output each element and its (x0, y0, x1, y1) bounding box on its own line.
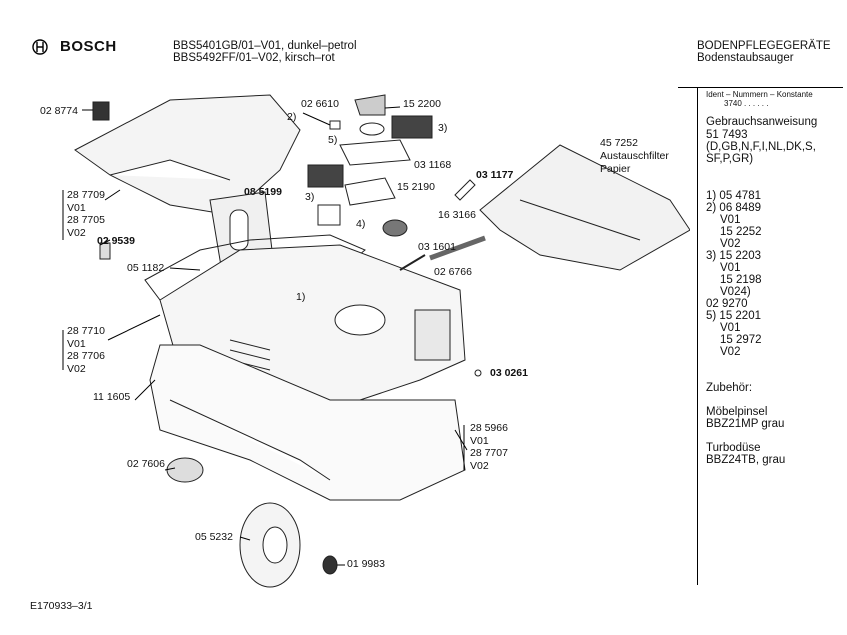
note-item: 15 2198 (720, 274, 762, 286)
wheel-cap (322, 555, 338, 575)
part-030261: 03 0261 (490, 367, 528, 379)
part-019983: 01 9983 (347, 558, 385, 570)
note-item: 5) 15 2201 (706, 310, 761, 322)
rear-wheel (239, 502, 301, 588)
exploded-view-drawing (62, 94, 690, 588)
part-287707: 28 7707 (470, 447, 508, 459)
part-152200: 15 2200 (403, 98, 441, 110)
part-028774: 02 8774 (40, 105, 78, 117)
tube (429, 235, 486, 261)
manual-title: Gebrauchsanweisung (706, 116, 818, 128)
part-026610: 02 6610 (301, 98, 339, 110)
note-item: 2) 06 8489 (706, 202, 761, 214)
note-item: V01 (720, 262, 741, 274)
note-item: V01 (720, 214, 741, 226)
brand-name: BOSCH (60, 38, 117, 55)
part-029539: 02 9539 (97, 235, 135, 247)
subcategory: Bodenstaubsauger (697, 52, 794, 64)
part-285966: 28 5966 (470, 422, 508, 434)
part-287706: 28 7706 (67, 350, 105, 362)
note-5: 5) (328, 134, 338, 146)
note-item: 02 9270 (706, 298, 748, 310)
note-item: 15 2972 (720, 334, 762, 346)
part-031168: 03 1168 (414, 159, 452, 171)
note-item: V01 (720, 322, 741, 334)
part-027606: 02 7606 (127, 458, 165, 470)
parts-sidebar: Ident – Nummern – Konstante 3740 . . . .… (678, 87, 847, 585)
manual-languages-2: SF,P,GR) (706, 153, 754, 165)
ident-label: Ident – Nummern – Konstante (706, 90, 813, 99)
housing-base (149, 344, 466, 501)
accessory-2-code: BBZ24TB, grau (706, 454, 786, 466)
model-1: BBS5401GB/01–V01, dunkel–petrol (173, 40, 357, 52)
note-item: V02 (720, 238, 741, 250)
leader-lines (62, 106, 468, 566)
accessory-1-code: BBZ21MP grau (706, 418, 785, 430)
clip-part (92, 101, 110, 121)
filter-bag (479, 144, 690, 271)
small-parts (307, 94, 482, 377)
part-152190: 15 2190 (397, 181, 435, 193)
part-287710: 28 7710 (67, 325, 105, 337)
part-085199: 08 5199 (244, 186, 282, 198)
note-item: 15 2252 (720, 226, 762, 238)
manual-number: 51 7493 (706, 129, 748, 141)
part-051182: 05 1182 (127, 262, 165, 274)
accessories-title: Zubehör: (706, 382, 753, 394)
variant-v01a: V01 (67, 202, 86, 214)
manual-languages-1: (D,GB,N,F,I,NL,DK,S, (706, 141, 816, 153)
note-item: 3) 15 2203 (706, 250, 761, 262)
document-id: E170933–3/1 (30, 600, 93, 612)
bosch-armature-icon (32, 38, 48, 55)
model-2: BBS5492FF/01–V02, kirsch–rot (173, 52, 335, 64)
note-item: V02 (720, 346, 741, 358)
accessory-1-name: Möbelpinsel (706, 406, 768, 418)
sidebar-divider (678, 87, 843, 88)
variant-v02a: V02 (67, 227, 86, 239)
variant-v01b: V01 (67, 338, 86, 350)
note-4: 4) (356, 218, 366, 230)
filter-label-2: Papier (600, 163, 631, 175)
ident-value: 3740 . . . . . . (724, 99, 769, 108)
part-031601: 03 1601 (418, 241, 456, 253)
note-3a: 3) (438, 122, 448, 134)
part-287705: 28 7705 (67, 214, 105, 226)
part-111605: 11 1605 (93, 391, 131, 403)
category: BODENPFLEGEGERÄTE (697, 40, 831, 52)
accessory-2-name: Turbodüse (706, 442, 761, 454)
part-163166: 16 3166 (438, 209, 476, 221)
brand-logo: BOSCH (32, 38, 117, 55)
note-1: 1) (296, 291, 306, 303)
part-457252: 45 7252 (600, 137, 638, 149)
variant-v02c: V02 (470, 460, 489, 472)
note-3b: 3) (305, 191, 315, 203)
part-287709: 28 7709 (67, 189, 105, 201)
note-2: 2) (287, 111, 297, 123)
part-031177: 03 1177 (476, 169, 514, 181)
cover-lid (74, 94, 301, 216)
variant-v01c: V01 (470, 435, 489, 447)
filter-label-1: Austauschfilter (600, 150, 669, 162)
part-026766: 02 6766 (434, 266, 472, 278)
swivel-wheel (166, 457, 204, 483)
variant-v02b: V02 (67, 363, 86, 375)
note-item: V024) (720, 286, 751, 298)
note-item: 1) 05 4781 (706, 190, 761, 202)
part-055232: 05 5232 (195, 531, 233, 543)
